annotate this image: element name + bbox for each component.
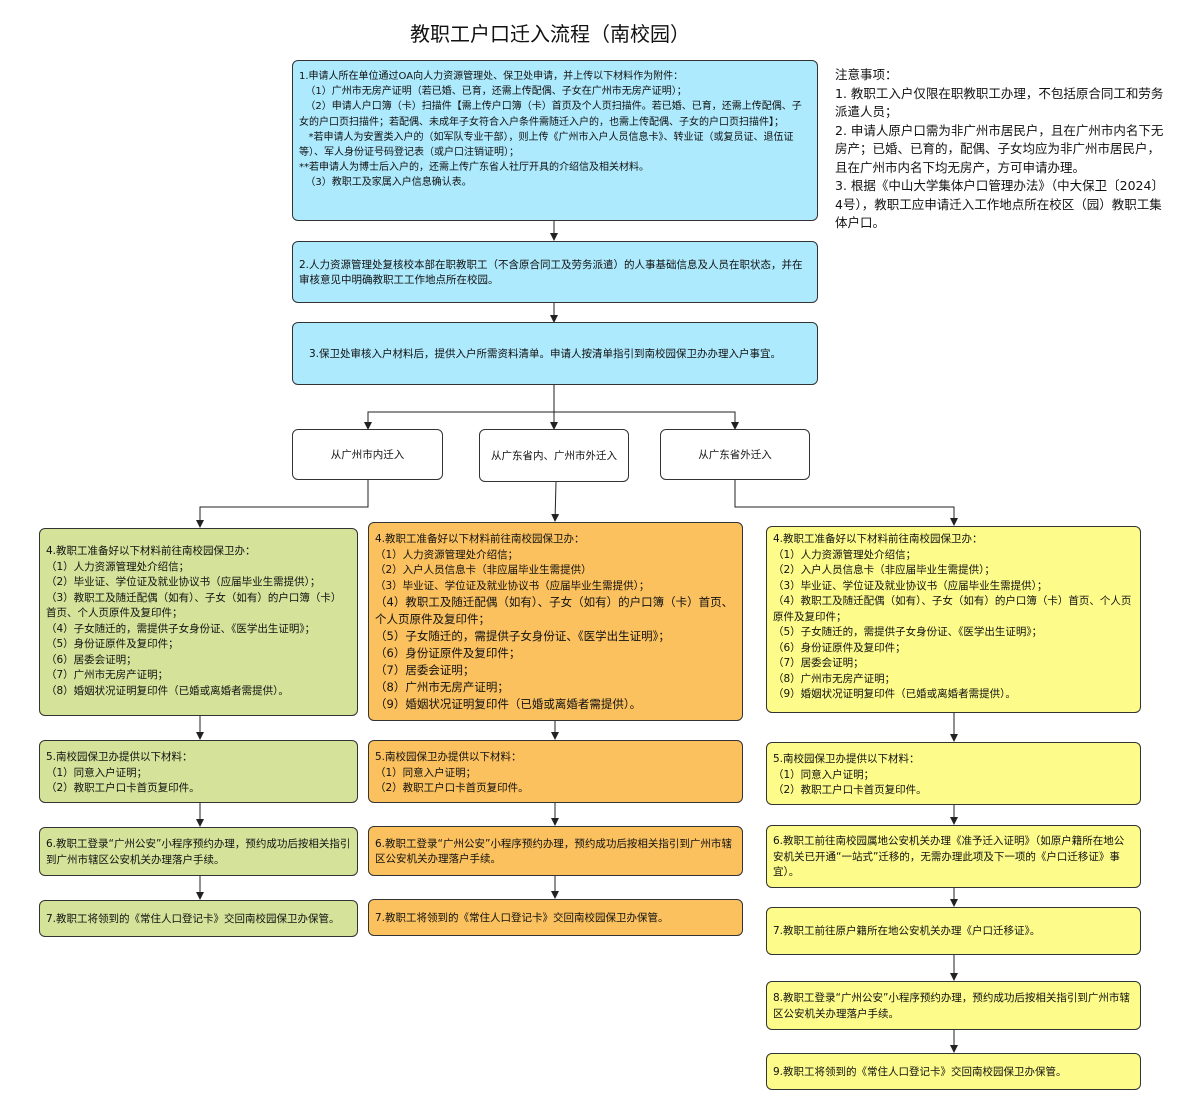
yellow-step-5-line: （2）教职工户口卡首页复印件。	[773, 784, 927, 796]
page-title: 教职工户口迁入流程（南校园）	[410, 22, 690, 46]
orange-step-4-line: （7）居委会证明；	[375, 663, 475, 677]
orange-step-5-line: （2）教职工户口卡首页复印件。	[375, 782, 529, 794]
green-step-4-line: （1）人力资源管理处介绍信；	[46, 560, 190, 573]
orange-step-4-line: （4）教职工及随迁配偶（如有）、子女（如有）的户口簿（卡）首页、个人页原件及复印…	[375, 595, 734, 626]
green-step-4-box: 4.教职工准备好以下材料前往南校园保卫办： （1）人力资源管理处介绍信； （2）…	[39, 528, 358, 716]
orange-step-5-line: （1）同意入户证明；	[375, 766, 477, 779]
yellow-step-4-line: （8）广州市无房产证明；	[773, 672, 896, 685]
yellow-step-8-text: 8.教职工登录“广州公安”小程序预约办理，预约成功后按相关指引到广州市辖区公安机…	[773, 992, 1130, 1020]
green-step-4-line: （7）广州市无房产证明；	[46, 669, 169, 681]
orange-step-7-text: 7.教职工将领到的《常住人口登记卡》交回南校园保卫办保管。	[375, 911, 669, 924]
orange-step-4-line: （2）入户人员信息卡（非应届毕业生需提供）	[375, 564, 592, 576]
yellow-step-5-line: （1）同意入户证明；	[773, 768, 875, 781]
orange-step-7-box: 7.教职工将领到的《常住人口登记卡》交回南校园保卫办保管。	[368, 899, 743, 936]
green-step-6-box: 6.教职工登录“广州公安”小程序预约办理，预约成功后按相关指引到广州市辖区公安机…	[39, 827, 358, 876]
orange-step-4-line: （8）广州市无房产证明；	[375, 680, 509, 694]
arrow-branch-c-yellow	[734, 480, 958, 526]
step-1-line: 1.申请人所在单位通过OA向人力资源管理处、保卫处申请，并上传以下材料作为附件：	[299, 71, 684, 82]
arrow-branch-b-orange	[551, 481, 560, 522]
green-step-7-text: 7.教职工将领到的《常住人口登记卡》交回南校园保卫办保管。	[46, 912, 340, 925]
step-1-line: （3）教职工及家属入户信息确认表。	[299, 177, 472, 189]
yellow-step-4-line: （5）子女随迁的，需提供子女身份证、《医学出生证明》；	[773, 626, 1043, 638]
orange-step-5-line: 5.南校园保卫办提供以下材料：	[375, 751, 522, 763]
orange-step-4-box: 4.教职工准备好以下材料前往南校园保卫办： （1）人力资源管理处介绍信； （2）…	[368, 522, 743, 721]
step-1-line: （2）申请人户口簿（卡）扫描件【需上传户口簿（卡）首页及个人页扫描件。若已婚、已…	[299, 101, 802, 128]
green-step-4-line: （2）毕业证、学位证及就业协议书（应届毕业生需提供）；	[46, 576, 321, 588]
green-step-4-line: （6）居委会证明；	[46, 653, 137, 666]
orange-step-4-line: 4.教职工准备好以下材料前往南校园保卫办：	[375, 533, 585, 545]
step-3-text: 3.保卫处审核入户材料后，提供入户所需资料清单。申请人按清单指引到南校园保卫办办…	[309, 347, 782, 360]
notes-heading: 注意事项：	[835, 67, 898, 82]
step-1-line: *若申请人为安置类入户的（如军队专业干部），则上传《广州市入户人员信息卡》、转业…	[299, 131, 794, 159]
yellow-step-4-line: （3）毕业证、学位证及就业协议书（应届毕业生需提供）；	[773, 579, 1048, 592]
green-step-4-line: （4）子女随迁的，需提供子女身份证、《医学出生证明》；	[46, 622, 316, 635]
yellow-step-4-box: 4.教职工准备好以下材料前往南校园保卫办： （1）人力资源管理处介绍信； （2）…	[766, 526, 1141, 713]
green-step-4-line: 4.教职工准备好以下材料前往南校园保卫办：	[46, 545, 256, 557]
orange-step-4-line: （3）毕业证、学位证及就业协议书（应届毕业生需提供）；	[375, 579, 650, 592]
notes-item: 3. 根据《中山大学集体户口管理办法》（中大保卫〔2024〕4号），教职工应申请…	[835, 178, 1164, 230]
arrow-3-branch-c	[554, 411, 739, 430]
green-step-5-box: 5.南校园保卫办提供以下材料： （1）同意入户证明； （2）教职工户口卡首页复印…	[39, 740, 358, 803]
green-step-6-text: 6.教职工登录“广州公安”小程序预约办理，预约成功后按相关指引到广州市辖区公安机…	[46, 838, 351, 866]
yellow-step-6-text: 6.教职工前往南校园属地公安机关办理《准予迁入证明》（如原户籍所在地公安机关已开…	[773, 835, 1125, 879]
step-1-line: （1）广州市无房产证明（若已婚、已育，还需上传配偶、子女在广州市无房产证明）；	[299, 86, 687, 98]
arrow-3-branches	[364, 385, 555, 430]
yellow-step-8-box: 8.教职工登录“广州公安”小程序预约办理，预约成功后按相关指引到广州市辖区公安机…	[766, 981, 1141, 1030]
branch-b-label: 从广东省内、广州市外迁入	[491, 449, 617, 462]
yellow-step-7-box: 7.教职工前往原户籍所在地公安机关办理《户口迁移证》。	[766, 907, 1141, 955]
green-step-5-line: 5.南校园保卫办提供以下材料：	[46, 751, 193, 763]
yellow-step-5-box: 5.南校园保卫办提供以下材料： （1）同意入户证明； （2）教职工户口卡首页复印…	[766, 742, 1141, 805]
branch-c-label: 从广东省外迁入	[698, 448, 772, 461]
yellow-step-6-box: 6.教职工前往南校园属地公安机关办理《准予迁入证明》（如原户籍所在地公安机关已开…	[766, 825, 1141, 888]
orange-step-6-box: 6.教职工登录“广州公安”小程序预约办理，预约成功后按相关指引到广州市辖区公安机…	[368, 826, 743, 876]
step-2-box: 2.人力资源管理处复核校本部在职教职工（不含原合同工及劳务派遣）的人事基础信息及…	[292, 241, 818, 303]
yellow-step-7-text: 7.教职工前往原户籍所在地公安机关办理《户口迁移证》。	[773, 925, 1041, 938]
green-step-4-line: （8）婚姻状况证明复印件（已婚或离婚者需提供）。	[46, 684, 289, 697]
yellow-step-4-line: （9）婚姻状况证明复印件（已婚或离婚者需提供）。	[773, 688, 1016, 700]
orange-step-4-line: （1）人力资源管理处介绍信；	[375, 548, 519, 561]
notes-item: 1. 教职工入户仅限在职教职工办理，不包括原合同工和劳务派遣人员；	[835, 85, 1164, 120]
yellow-step-4-line: （2）入户人员信息卡（非应届毕业生需提供）；	[773, 564, 995, 576]
step-1-box: 1.申请人所在单位通过OA向人力资源管理处、保卫处申请，并上传以下材料作为附件：…	[292, 60, 818, 221]
step-3-box: 3.保卫处审核入户材料后，提供入户所需资料清单。申请人按清单指引到南校园保卫办办…	[292, 322, 818, 385]
yellow-step-4-line: （4）教职工及随迁配偶（如有）、子女（如有）的户口簿（卡）首页、个人页原件及复印…	[773, 595, 1132, 623]
branch-a-label: 从广州市内迁入	[330, 448, 405, 461]
yellow-step-4-line: （1）人力资源管理处介绍信；	[773, 548, 917, 561]
orange-step-4-line: （9）婚姻状况证明复印件（已婚或离婚者需提供）。	[375, 697, 642, 711]
notes-panel: 注意事项： 1. 教职工入户仅限在职教职工办理，不包括原合同工和劳务派遣人员； …	[835, 66, 1165, 233]
orange-step-6-text: 6.教职工登录“广州公安”小程序预约办理，预约成功后按相关指引到广州市辖区公安机…	[375, 837, 732, 866]
yellow-step-9-text: 9.教职工将领到的《常住人口登记卡》交回南校园保卫办保管。	[773, 1065, 1067, 1078]
step-1-line: **若申请人为博士后入户的，还需上传广东省人社厅开具的介绍信及相关材料。	[299, 162, 649, 174]
yellow-step-4-line: （6）身份证原件及复印件；	[773, 641, 906, 654]
branch-outside-guangdong: 从广东省外迁入	[660, 429, 810, 480]
green-step-5-line: （2）教职工户口卡首页复印件。	[46, 782, 200, 794]
yellow-step-4-line: 4.教职工准备好以下材料前往南校园保卫办：	[773, 533, 983, 545]
orange-step-4-line: （6）身份证原件及复印件；	[375, 646, 521, 660]
green-step-7-box: 7.教职工将领到的《常住人口登记卡》交回南校园保卫办保管。	[39, 900, 358, 937]
green-step-4-line: （3）教职工及随迁配偶（如有）、子女（如有）的户口簿（卡）首页、个人页原件及复印…	[46, 591, 342, 620]
orange-step-5-box: 5.南校园保卫办提供以下材料： （1）同意入户证明； （2）教职工户口卡首页复印…	[368, 740, 743, 803]
step-2-text: 2.人力资源管理处复核校本部在职教职工（不含原合同工及劳务派遣）的人事基础信息及…	[299, 258, 803, 287]
yellow-step-5-line: 5.南校园保卫办提供以下材料：	[773, 753, 920, 765]
orange-step-4-line: （5）子女随迁的，需提供子女身份证、《医学出生证明》；	[375, 629, 670, 643]
branch-guangdong-province: 从广东省内、广州市外迁入	[479, 429, 629, 482]
green-step-4-line: （5）身份证原件及复印件；	[46, 638, 179, 650]
yellow-step-4-line: （7）居委会证明；	[773, 657, 864, 669]
yellow-step-9-box: 9.教职工将领到的《常住人口登记卡》交回南校园保卫办保管。	[766, 1053, 1141, 1090]
branch-guangzhou-city: 从广州市内迁入	[292, 429, 443, 480]
notes-item: 2. 申请人原户口需为非广州市居民户，且在广州市内名下无房产；已婚、已育的，配偶…	[835, 122, 1164, 175]
arrow-branch-a-green	[196, 480, 369, 528]
green-step-5-line: （1）同意入户证明；	[46, 766, 148, 779]
